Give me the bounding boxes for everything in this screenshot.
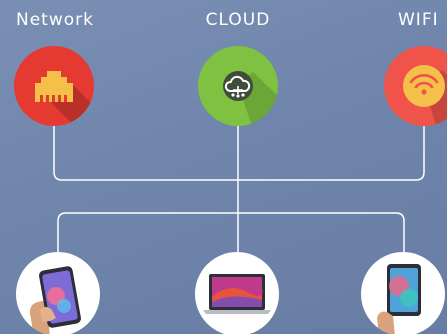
smartphone-device [16,252,100,334]
tablet-device [361,252,445,334]
ethernet-port-icon [35,71,94,126]
top-connector [53,126,425,181]
laptop-icon [203,274,271,314]
network-label: Network [16,10,94,30]
tablet-icon [377,264,421,334]
wifi-label: WIFI [398,10,439,30]
cloud-label: CLOUD [205,10,271,30]
wifi-icon [403,65,447,126]
cloud-network-icon [223,71,278,126]
wifi-badge [384,46,447,126]
bottom-connector [57,212,405,252]
smartphone-in-hand-icon [29,266,81,334]
cloud-badge [198,46,278,126]
laptop-device [195,252,279,334]
network-badge [14,46,94,126]
